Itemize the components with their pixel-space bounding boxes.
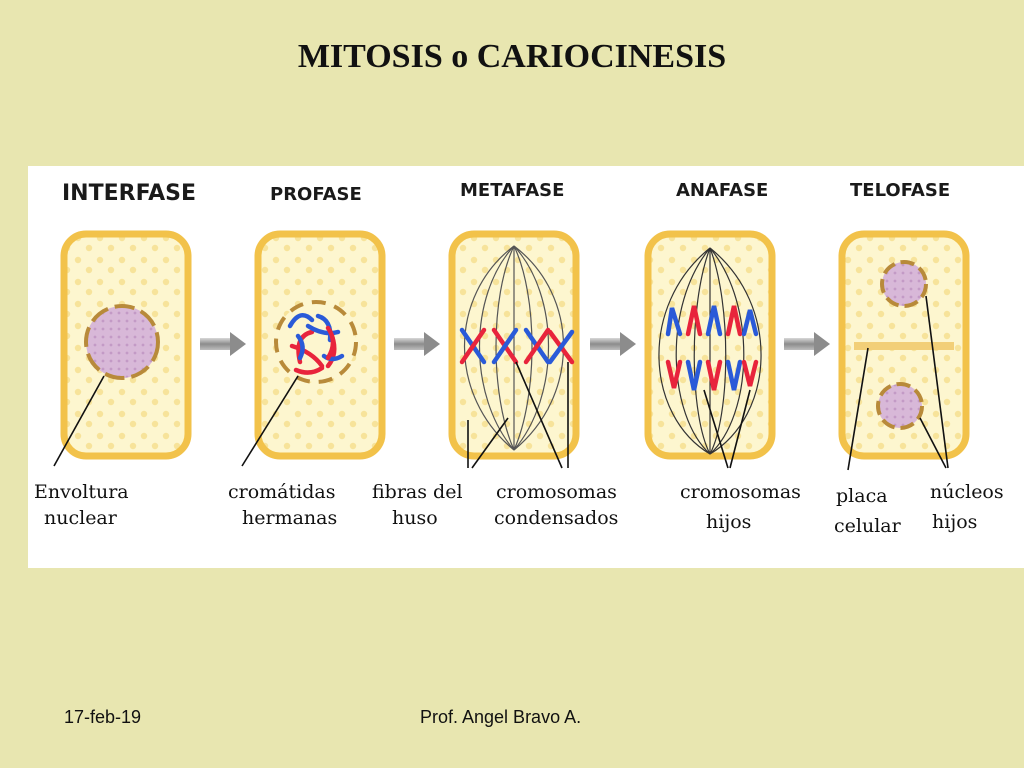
phase-title-metafase: METAFASE — [460, 180, 564, 201]
label-nucleos-hijos-line2: hijos — [932, 511, 977, 533]
label-placa-celular-line1: placa — [836, 485, 888, 507]
daughter-nucleus-bottom — [876, 382, 924, 430]
arrow-profase-to-metafase — [394, 332, 440, 356]
label-cromatidas-hermanas-line2: hermanas — [242, 507, 337, 529]
footer-date: 17-feb-19 — [64, 707, 142, 727]
phase-title-anafase: ANAFASE — [676, 180, 768, 201]
label-envoltura-nuclear-line2: nuclear — [44, 507, 118, 529]
cell-interfase — [60, 230, 192, 460]
phase-title-interfase: INTERFASE — [62, 181, 196, 206]
cell-plate — [854, 342, 954, 350]
interphase-nucleus — [84, 304, 160, 380]
cell-anafase — [644, 230, 776, 460]
label-nucleos-hijos-line1: núcleos — [930, 481, 1004, 503]
cell-metafase — [448, 230, 580, 460]
phase-title-telofase: TELOFASE — [850, 180, 950, 201]
label-placa-celular-line2: celular — [834, 515, 902, 537]
label-fibras-huso-line1: fibras del — [372, 481, 463, 503]
condensed-chromosomes — [459, 327, 575, 365]
arrow-anafase-to-telofase — [784, 332, 830, 356]
callout-lines — [53, 295, 949, 471]
daughter-chromosomes — [665, 305, 759, 391]
label-fibras-huso-line2: huso — [392, 507, 438, 529]
spindle-fibers — [464, 245, 564, 451]
arrow-metafase-to-anafase — [590, 332, 636, 356]
label-cromosomas-hijos-line1: cromosomas — [680, 481, 801, 503]
label-cromosomas-condensados-line2: condensados — [494, 507, 618, 529]
footer-author: Prof. Angel Bravo A. — [420, 707, 582, 727]
arrow-interfase-to-profase — [200, 332, 246, 356]
label-cromosomas-hijos-line2: hijos — [706, 511, 751, 533]
mitosis-diagram-panel: INTERFASE PROFASE METAFASE ANAFASE TELOF… — [28, 166, 1024, 568]
cell-profase — [254, 230, 386, 460]
phase-title-profase: PROFASE — [270, 184, 362, 205]
slide-title: MITOSIS o CARIOCINESIS — [297, 38, 727, 75]
cell-telofase — [838, 230, 970, 460]
anaphase-spindle — [658, 247, 762, 455]
daughter-nucleus-top — [880, 260, 928, 308]
sister-chromatids — [287, 312, 345, 375]
label-cromatidas-hermanas-line1: cromátidas — [228, 481, 335, 503]
label-envoltura-nuclear-line1: Envoltura — [34, 481, 129, 503]
label-cromosomas-condensados-line1: cromosomas — [496, 481, 617, 503]
